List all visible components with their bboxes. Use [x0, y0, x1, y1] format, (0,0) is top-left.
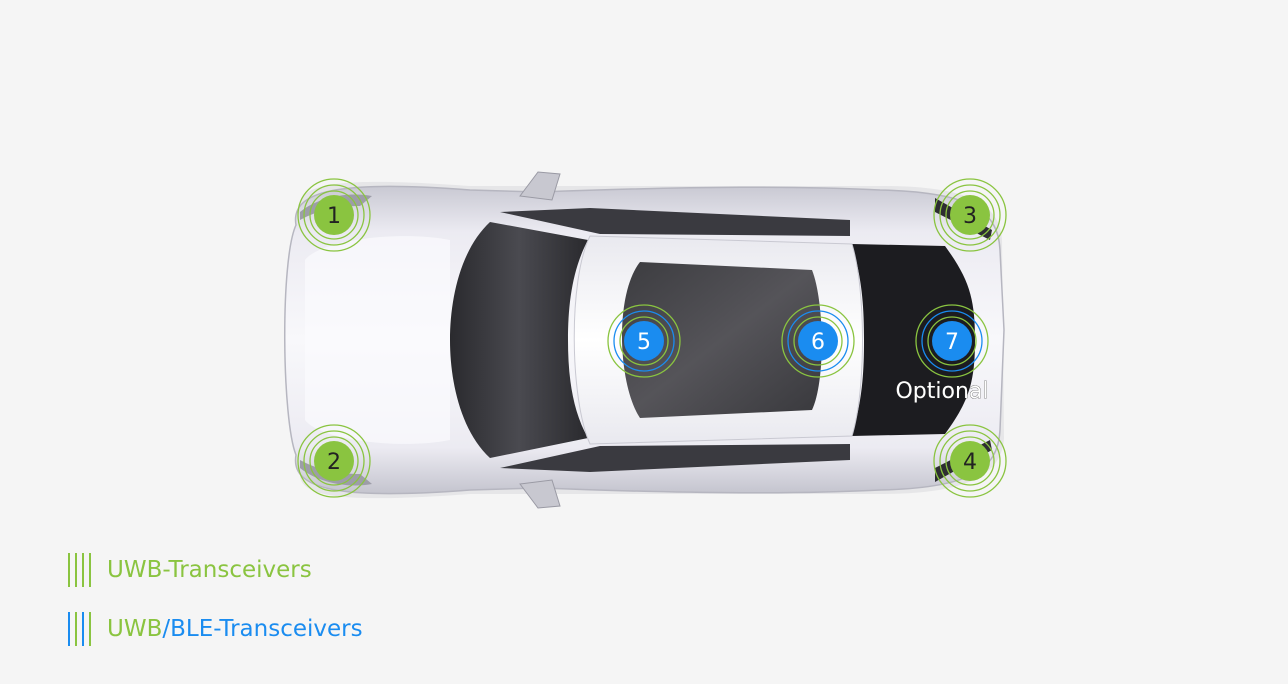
signal-ring — [927, 316, 977, 366]
marker-dot — [314, 195, 354, 235]
marker-dot — [932, 321, 972, 361]
legend-bar — [75, 612, 77, 646]
legend-bar — [82, 612, 84, 646]
car-body-group — [284, 171, 1005, 509]
signal-ring — [309, 436, 359, 486]
marker-dot — [314, 441, 354, 481]
legend-bar — [75, 553, 77, 587]
windshield — [450, 222, 588, 458]
signal-ring — [933, 424, 1007, 498]
uwb-marker-2: 2 — [297, 424, 371, 498]
signal-ring — [939, 430, 1001, 492]
legend-uwb-ble-separator: / — [162, 616, 171, 642]
uwb-marker-3: 3 — [933, 178, 1007, 252]
legend-uwb: UWB-Transceivers — [68, 552, 312, 588]
rear-window — [852, 244, 975, 436]
side-window-bottom — [500, 444, 850, 472]
hood-highlight — [305, 236, 450, 444]
ble-marker-7: 7 — [915, 304, 989, 378]
signal-ring — [297, 424, 371, 498]
marker-dot — [950, 195, 990, 235]
marker-dot — [950, 441, 990, 481]
legend-bar — [89, 612, 91, 646]
signal-ring — [933, 178, 1007, 252]
signal-ring — [613, 310, 675, 372]
legend-uwb-label: UWB-Transceivers — [107, 557, 312, 583]
optional-note: Optional — [895, 379, 988, 404]
ble-marker-5: 5 — [607, 304, 681, 378]
marker-number: 7 — [945, 330, 959, 355]
uwb-transceiver-markers: 1 2 3 4 — [297, 178, 1007, 498]
signal-ring — [945, 190, 995, 240]
signal-ring — [921, 310, 983, 372]
signal-ring — [619, 316, 669, 366]
signal-ring — [793, 316, 843, 366]
signal-ring — [945, 436, 995, 486]
legend-bar — [68, 553, 70, 587]
signal-ring — [297, 178, 371, 252]
sunroof — [621, 262, 822, 418]
legend-uwb-swatch — [68, 553, 91, 587]
car-diagram: 1 2 3 4 5 6 7 Optional — [284, 171, 1007, 509]
marker-dot — [798, 321, 838, 361]
side-mirror-top — [519, 171, 561, 201]
marker-number: 3 — [963, 204, 977, 229]
marker-number: 4 — [963, 450, 977, 475]
signal-ring — [915, 304, 989, 378]
marker-number: 1 — [327, 204, 341, 229]
marker-number: 5 — [637, 330, 651, 355]
legend-bar — [68, 612, 70, 646]
marker-number: 2 — [327, 450, 341, 475]
marker-dot — [624, 321, 664, 361]
legend-uwb-ble-part1: UWB — [107, 616, 163, 642]
uwb-marker-1: 1 — [297, 178, 371, 252]
ble-marker-6: 6 — [781, 304, 855, 378]
signal-ring — [303, 184, 365, 246]
signal-ring — [309, 190, 359, 240]
legend-uwb-ble-part2: BLE-Transceivers — [170, 616, 363, 642]
uwb-ble-transceiver-markers: 5 6 7 — [607, 304, 989, 378]
legend-uwb-ble: UWB / BLE-Transceivers — [68, 611, 363, 647]
legend-uwb-ble-swatch — [68, 612, 91, 646]
uwb-marker-4: 4 — [933, 424, 1007, 498]
signal-ring — [607, 304, 681, 378]
legend-bar — [89, 553, 91, 587]
marker-number: 6 — [811, 330, 825, 355]
side-window-top — [500, 208, 850, 236]
side-mirror-bottom — [519, 479, 561, 509]
legend-bar — [82, 553, 84, 587]
signal-ring — [939, 184, 1001, 246]
signal-ring — [303, 430, 365, 492]
signal-ring — [781, 304, 855, 378]
signal-ring — [787, 310, 849, 372]
